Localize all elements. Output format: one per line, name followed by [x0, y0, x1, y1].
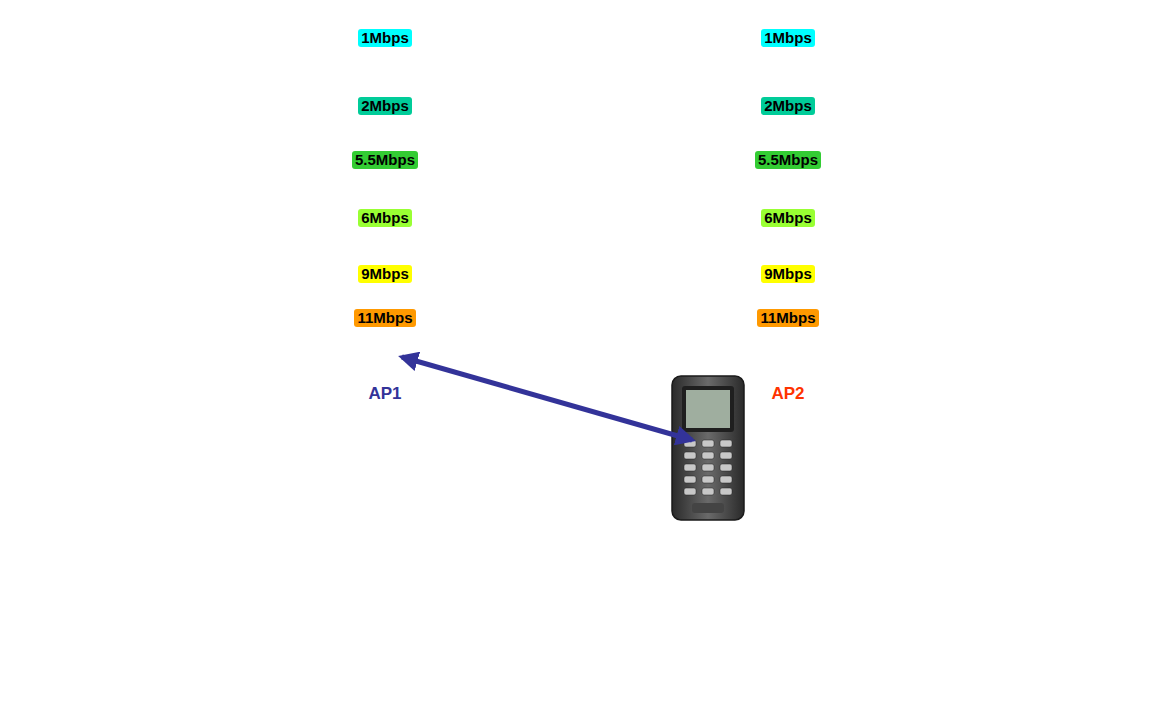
ring-border — [565, 136, 1011, 574]
coverage-ring: 11MbpsAP1 — [320, 293, 450, 417]
ring-fill — [76, 62, 694, 648]
terminal-keypad — [684, 440, 732, 495]
ring-border — [481, 63, 1095, 647]
ring-border — [283, 249, 487, 461]
terminal-body — [672, 376, 744, 520]
ring-border — [9, 6, 761, 704]
access-point-label: AP1 — [365, 384, 404, 404]
coverage-ring: 1Mbps 2Mbps 5.5Mbps 6Mbps 9Mbps 11MbpsAP2 — [409, 5, 1167, 705]
access-point-body — [369, 324, 401, 380]
ring-border — [163, 136, 607, 574]
rate-label: 1Mbps — [761, 29, 815, 47]
ring-border — [729, 296, 847, 414]
coverage-ring: 9Mbps 11MbpsAP2 — [688, 250, 888, 460]
link-arrow — [402, 357, 692, 440]
ring-area — [689, 251, 887, 459]
coverage-ring: 11MbpsAP2 — [728, 295, 848, 415]
ring-border — [689, 251, 887, 459]
rate-label: 2Mbps — [358, 97, 412, 115]
terminal-grip — [692, 503, 724, 513]
terminal-screen — [686, 390, 730, 428]
coverage-ring: 6Mbps 9Mbps 11MbpsAP2 — [598, 178, 978, 532]
ring-outline — [564, 135, 1012, 575]
access-point-label: AP2 — [768, 384, 807, 404]
ring-fill — [162, 135, 608, 575]
coverage-ring: 5.5Mbps 6Mbps 9Mbps 11MbpsAP1 — [162, 135, 608, 575]
ring-outline — [76, 62, 694, 648]
terminal-bezel — [682, 386, 734, 432]
rate-label: 11Mbps — [757, 309, 818, 327]
ring-outline — [598, 178, 978, 532]
ring-area — [163, 136, 607, 574]
ring-area — [77, 63, 693, 647]
ring-border — [77, 63, 693, 647]
ring-area — [729, 296, 847, 414]
ring-area — [599, 179, 977, 531]
access-point-logo — [374, 328, 386, 336]
ring-fill — [564, 135, 1012, 575]
rate-label: 9Mbps — [358, 265, 412, 283]
ring-fill — [598, 178, 978, 532]
ring-border — [410, 6, 1166, 704]
ring-outline — [480, 62, 1096, 648]
access-point: AP2 — [766, 320, 810, 404]
ring-area — [9, 6, 761, 704]
coverage-ring: 9Mbps 11MbpsAP1 — [282, 248, 488, 462]
rate-label: 6Mbps — [761, 209, 815, 227]
ring-border — [599, 179, 977, 531]
rate-label: 5.5Mbps — [755, 151, 821, 169]
access-point-body — [772, 324, 804, 380]
ring-outline — [196, 178, 574, 532]
coverage-ring: 2Mbps 5.5Mbps 6Mbps 9Mbps 11MbpsAP1 — [76, 62, 694, 648]
ring-border — [197, 179, 573, 531]
rate-label: 2Mbps — [761, 97, 815, 115]
rate-label: 6Mbps — [358, 209, 412, 227]
ring-fill — [196, 178, 574, 532]
ring-outline — [162, 135, 608, 575]
ring-border — [321, 294, 449, 416]
rate-label: 11Mbps — [354, 309, 415, 327]
handheld-terminal — [672, 376, 744, 520]
access-point-logo — [777, 328, 789, 336]
ring-area — [481, 63, 1095, 647]
coverage-ring: 1Mbps 2Mbps 5.5Mbps 6Mbps 9Mbps 11MbpsAP1 — [8, 5, 762, 705]
rate-label: 9Mbps — [761, 265, 815, 283]
rate-label: 5.5Mbps — [352, 151, 418, 169]
ring-area — [410, 6, 1166, 704]
access-point: AP1 — [363, 320, 407, 404]
ring-area — [565, 136, 1011, 574]
ring-area — [197, 179, 573, 531]
coverage-ring: 6Mbps 9Mbps 11MbpsAP1 — [196, 178, 574, 532]
ring-area — [283, 249, 487, 461]
rate-label: 1Mbps — [358, 29, 412, 47]
ring-fill — [480, 62, 1096, 648]
ring-area — [321, 294, 449, 416]
coverage-ring: 5.5Mbps 6Mbps 9Mbps 11MbpsAP2 — [564, 135, 1012, 575]
coverage-ring: 2Mbps 5.5Mbps 6Mbps 9Mbps 11MbpsAP2 — [480, 62, 1096, 648]
